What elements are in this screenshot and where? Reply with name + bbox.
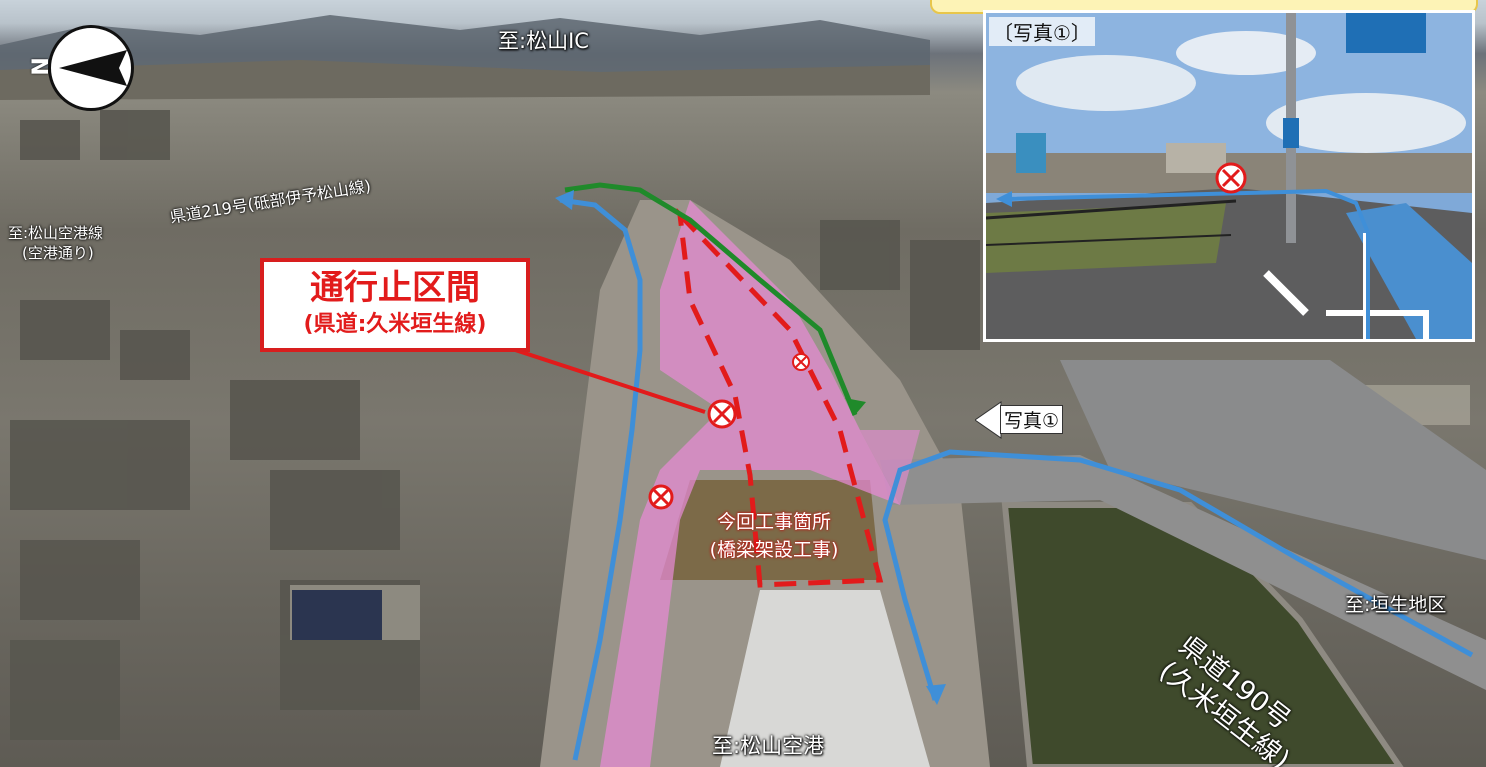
closure-subtitle: (県道:久米垣生線) [303,312,487,337]
blue-detour-route-east [882,449,1474,701]
no-entry-icon [1215,162,1247,194]
compass-letter: N [25,57,51,76]
blue-detour-route-west [559,197,643,761]
green-detour-route [564,182,858,416]
closed-section-area [600,200,900,767]
dest-matsuyama-airport: 至:松山空港 [712,734,825,758]
work-site-subtitle: (橋梁架設工事) [709,539,839,561]
dest-airport-street: (空港通り) [22,244,94,262]
no-entry-icon [792,353,810,371]
no-entry-icon [648,484,674,510]
photo-inset-label: 〔写真①〕 [989,17,1095,46]
photo-inset: 〔写真①〕 [983,10,1475,342]
dest-habu-district: 至:垣生地区 [1345,594,1447,616]
dest-airport-line: 至:松山空港線 [8,224,104,242]
work-site-label: 今回工事箇所 (橋梁架設工事) [674,508,874,564]
photo-scene [986,13,1472,339]
closure-callout: 通行止区間 (県道:久米垣生線) [260,258,530,352]
dest-matsuyama-ic: 至:松山IC [498,29,589,53]
no-entry-icon [707,399,737,429]
photo-detour-route [1005,188,1370,339]
closure-title: 通行止区間 [310,268,480,308]
photo-marker-label: 写真① [1000,405,1064,434]
compass-icon: N [26,25,134,111]
work-area-outline [676,207,884,588]
work-site-title: 今回工事箇所 [716,511,831,533]
